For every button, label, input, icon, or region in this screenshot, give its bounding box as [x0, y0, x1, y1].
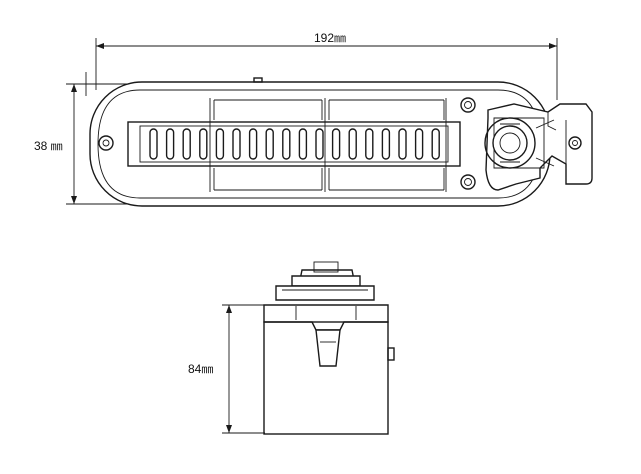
top-view: 192㎜ 38 ㎜ — [34, 31, 593, 207]
grille-slot — [265, 128, 274, 160]
grille-slot — [365, 128, 374, 160]
grille-slot — [348, 128, 357, 160]
height-dimension: 84㎜ — [188, 304, 265, 434]
grille-slot — [232, 128, 241, 160]
width-label: 38 ㎜ — [34, 139, 63, 153]
right-bottom-screw — [460, 174, 476, 190]
grille-slot — [431, 128, 440, 160]
grille-slot — [298, 128, 308, 160]
adapter-head — [484, 103, 593, 191]
grille-slot — [414, 128, 424, 160]
grille-slot — [182, 128, 191, 160]
grille-slot — [315, 128, 324, 160]
grille-slot — [398, 128, 407, 160]
grille-slot — [149, 128, 158, 160]
track-body-outline — [89, 81, 551, 207]
height-label: 84㎜ — [188, 362, 213, 376]
grille-slots — [149, 128, 440, 160]
grille-slot — [282, 128, 291, 160]
width-dimension: 38 ㎜ — [34, 83, 128, 205]
grille-slot — [165, 128, 175, 160]
grille-slot — [248, 128, 258, 160]
length-dimension: 192㎜ — [95, 31, 558, 100]
grille-slot — [331, 128, 341, 160]
left-screw — [98, 135, 114, 151]
right-top-screw — [460, 97, 476, 113]
length-label: 192㎜ — [314, 31, 346, 45]
grille-slot — [381, 128, 391, 160]
top-cap — [275, 261, 375, 301]
mounting-bracket — [263, 304, 389, 331]
grille-frame — [127, 121, 461, 167]
grille-slot — [199, 128, 208, 160]
side-view: 84㎜ — [188, 261, 395, 435]
grille-slot — [215, 128, 225, 160]
side-body — [263, 321, 395, 435]
